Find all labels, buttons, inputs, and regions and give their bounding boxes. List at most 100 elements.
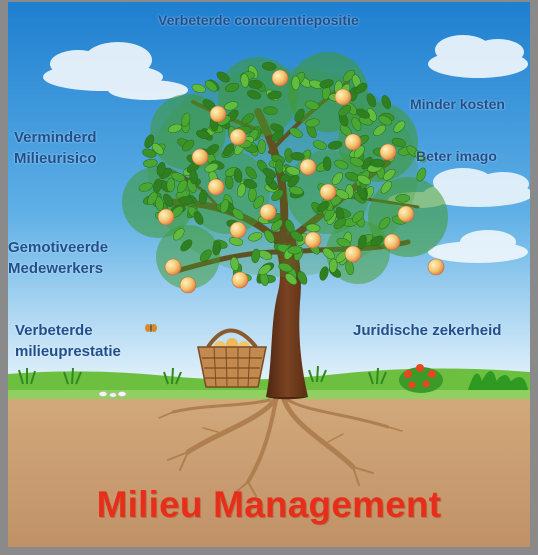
leaf — [378, 115, 393, 126]
stones — [98, 391, 127, 398]
apple-icon — [157, 208, 175, 226]
leaf — [261, 62, 277, 71]
apple-icon — [179, 276, 197, 294]
leaf — [233, 168, 243, 183]
leaf — [193, 211, 204, 225]
apple-icon — [229, 221, 247, 239]
leaf — [247, 90, 262, 100]
leaf — [225, 82, 240, 93]
leaf — [262, 168, 277, 179]
apple-icon — [259, 203, 277, 221]
illustration-canvas: Verbeterde concurentiepositie Minder kos… — [8, 2, 530, 547]
leaf — [220, 199, 230, 214]
leaf — [212, 241, 222, 256]
leaf — [380, 180, 392, 194]
leaf — [230, 256, 240, 272]
cloud-icon — [428, 35, 528, 78]
leaf — [327, 140, 343, 150]
apple-icon — [191, 148, 209, 166]
benefit-competitive-position: Verbeterde concurentiepositie — [158, 12, 359, 28]
leaf — [257, 139, 266, 154]
leaf — [331, 172, 343, 185]
flower-bush-icon — [399, 364, 443, 393]
leaf — [297, 271, 308, 285]
apple-icon — [344, 133, 362, 151]
leaf — [294, 108, 305, 123]
leaf — [142, 148, 157, 158]
leaf — [328, 258, 338, 274]
leaf — [291, 75, 300, 91]
leaf — [181, 112, 191, 127]
benefit-legal-certainty: Juridische zekerheid — [353, 322, 502, 339]
leaf — [319, 266, 329, 281]
leaf — [290, 152, 305, 161]
leaf — [414, 150, 427, 163]
leaf — [204, 162, 219, 173]
leaf — [263, 106, 278, 115]
leaf — [144, 134, 155, 149]
leaf — [366, 93, 377, 108]
leaf — [240, 73, 250, 88]
leaf — [351, 117, 362, 131]
benefit-better-image: Beter imago — [416, 148, 497, 164]
leaf — [290, 230, 304, 242]
leaf — [167, 123, 183, 133]
tree-trunk — [266, 230, 308, 397]
apple-icon — [379, 143, 397, 161]
apple-icon — [383, 233, 401, 251]
leaf — [356, 108, 370, 119]
leaf — [182, 139, 195, 152]
butterfly-icon — [145, 324, 157, 332]
apple-icon — [207, 178, 225, 196]
leaf — [204, 80, 218, 92]
leaf — [189, 169, 198, 185]
apples — [157, 69, 445, 294]
leaf — [357, 234, 367, 249]
leaf — [147, 191, 158, 206]
leaf — [151, 142, 164, 155]
apple-icon — [209, 105, 227, 123]
leaf — [199, 249, 212, 262]
soil — [8, 392, 530, 547]
leaf — [224, 101, 239, 111]
leaf — [357, 174, 371, 185]
grass-tuft-icon — [18, 365, 387, 385]
leaf — [322, 156, 332, 171]
apple-icon — [299, 158, 317, 176]
apple-icon — [344, 245, 362, 263]
basket-icon — [197, 328, 267, 388]
leaf — [248, 232, 263, 242]
leaf — [138, 182, 153, 192]
leaf — [289, 127, 303, 138]
benefit-motivated-staff: Gemotiveerde Medewerkers — [8, 239, 109, 277]
leaf — [163, 193, 174, 208]
apple-icon — [427, 258, 445, 276]
apple-icon — [397, 205, 415, 223]
leaf — [289, 186, 304, 196]
apple-icon — [304, 231, 322, 249]
leaf — [178, 196, 194, 205]
leaf — [176, 179, 188, 193]
leaf — [216, 71, 230, 83]
benefit-lower-costs: Minder kosten — [410, 96, 505, 112]
leaf — [191, 83, 206, 93]
leaf — [342, 69, 355, 82]
leaf — [285, 166, 301, 176]
leaf — [336, 237, 351, 248]
leaf — [322, 247, 335, 260]
leaf — [416, 167, 427, 182]
leaf — [383, 168, 396, 181]
leaf — [271, 130, 284, 142]
cloud-icon — [428, 230, 528, 263]
leaf — [258, 264, 272, 276]
leaf — [378, 217, 391, 230]
leaf — [312, 140, 327, 150]
leaf — [354, 82, 368, 94]
leaf — [333, 217, 347, 229]
leaf — [285, 273, 298, 285]
leaf — [352, 210, 365, 223]
leaf — [241, 113, 255, 125]
leaf — [287, 245, 303, 255]
leaf — [180, 239, 193, 252]
leaf — [154, 196, 164, 211]
